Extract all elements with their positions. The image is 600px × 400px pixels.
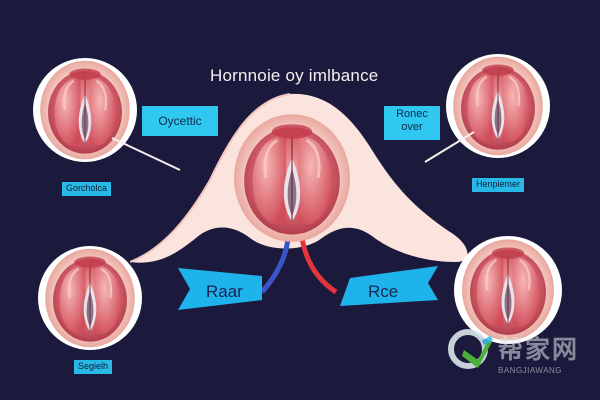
- arrow-right-label: Rce: [368, 282, 399, 301]
- tag-left: Gorcholca: [62, 182, 112, 196]
- arrow-left-label: Raar: [206, 282, 243, 301]
- red-vessel: [299, 237, 338, 295]
- callout-top-left: Oycettic: [142, 106, 218, 136]
- watermark-english: BANGJIAWANG: [498, 366, 563, 375]
- blue-vessel: [260, 237, 291, 294]
- callout-top-right-line2: over: [401, 120, 423, 133]
- top-left-organ-icon: [33, 58, 137, 162]
- tag-bottom-left: Segielh: [74, 360, 113, 374]
- callout-top-right: Ronec over: [384, 106, 440, 140]
- diagram-title: Hornnoie oy imlbance: [210, 66, 379, 85]
- leader-line-left: [111, 137, 181, 171]
- bottom-right-organ-icon: [454, 236, 562, 344]
- callout-top-right-line1: Ronec: [396, 108, 428, 120]
- leader-line-right: [424, 131, 475, 163]
- center-organ-icon: [232, 112, 352, 244]
- left-arrow: [178, 268, 262, 310]
- watermark-chinese: 帮家网: [498, 335, 580, 364]
- tag-right: Henpiemer: [472, 178, 525, 192]
- top-right-organ-icon: [446, 54, 550, 158]
- callout-top-left-text: Oycettic: [158, 114, 202, 128]
- logo-q-icon: [448, 329, 493, 369]
- right-arrow: [340, 266, 438, 306]
- bottom-left-organ-icon: [38, 246, 142, 350]
